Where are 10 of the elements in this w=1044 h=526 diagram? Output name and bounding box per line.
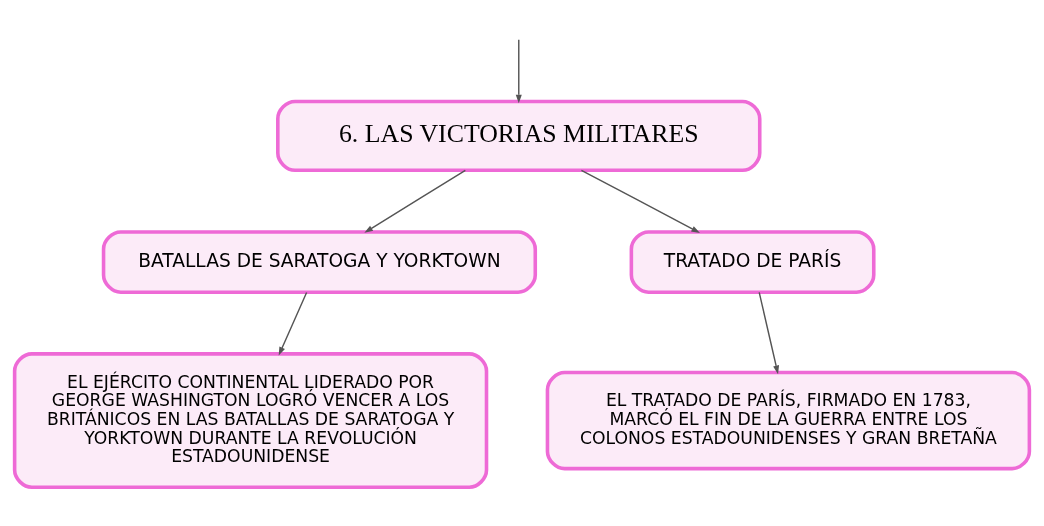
arrow [758, 291, 780, 375]
node-box: EL TRATADO DE PARÍS, FIRMADO EN 1783, MARCÓ EL FIN DE LA GUERRA ENTRE LOS COLONOS ESTADOUNIDENSES Y GRAN BRETAÑA [545, 370, 1032, 471]
arrow [278, 291, 308, 356]
arrow [364, 169, 467, 233]
node-box: BATALLAS DE SARATOGA Y YORKTOWN [101, 230, 538, 294]
node-box: EL EJÉRCITO CONTINENTAL LIDERADO POR GEORGE WASHINGTON LOGRÓ VENCER A LOS BRITÁNICOS EN LAS BATALLAS DE SARATOGA Y YORKTOWN DURANTE LA REVOLUCIÓN ESTADOUNIDENSE [12, 352, 489, 490]
node-box: TRATADO DE PARÍS [629, 230, 876, 294]
arrow [515, 39, 522, 104]
node-box: 6. LAS VICTORIAS MILITARES [276, 99, 762, 173]
arrow [580, 169, 700, 233]
